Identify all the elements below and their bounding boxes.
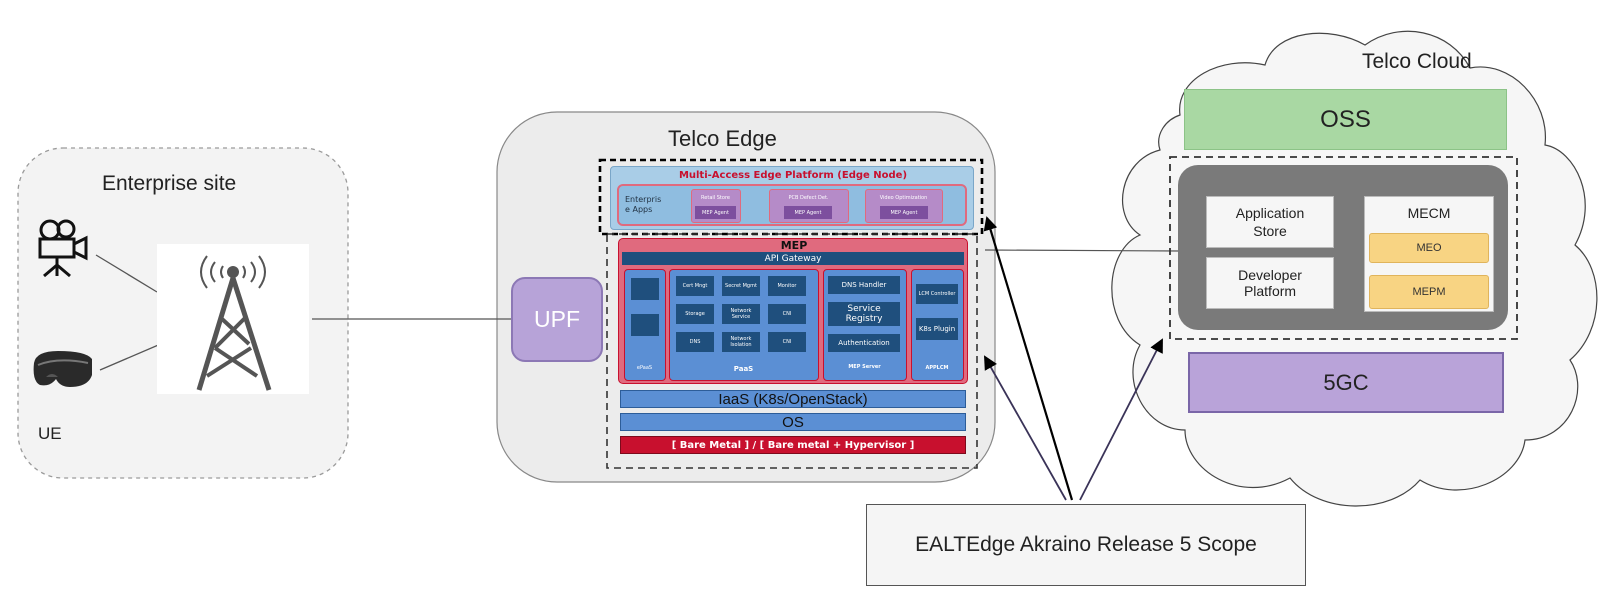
paas-cell: Storage: [676, 304, 714, 324]
paas-cell: Cert Mngt: [676, 276, 714, 296]
mep-server-block: DNS Handler Service Registry Authenticat…: [823, 269, 907, 381]
app-name: Retail Store: [701, 195, 730, 201]
edge-platform-scope-outline: [598, 158, 984, 236]
os-bar: OS: [620, 413, 966, 431]
telco-edge-title: Telco Edge: [668, 126, 777, 151]
edge-platform-title: Multi-Access Edge Platform (Edge Node): [678, 170, 908, 181]
applcm-item: LCM Controller: [916, 284, 958, 304]
paas-cell: CNI: [768, 332, 806, 352]
telco-cloud-title: Telco Cloud: [1362, 50, 1472, 73]
fivegc-box: 5GC: [1188, 352, 1504, 413]
ue-to-tower-line-2: [99, 342, 164, 371]
paas-block: Cert Mngt Secret Mgmt Monitor Storage Ne…: [669, 269, 819, 381]
paas-cell: Secret Mgmt: [722, 276, 760, 296]
epaas-cell: [631, 278, 659, 300]
scope-label-box: EALTEdge Akraino Release 5 Scope: [866, 504, 1306, 586]
epaas-cell: [631, 314, 659, 336]
mep-agent-badge: MEP Agent: [695, 206, 736, 219]
scope-arrow-main: [983, 216, 1074, 501]
upf-label: UPF: [534, 306, 580, 332]
app-name: PCB Defect Det.: [788, 195, 829, 201]
application-store-box: Application Store: [1206, 196, 1334, 248]
applcm-label: APPLCM: [925, 365, 949, 371]
mep-scope-outline: [606, 233, 978, 469]
cell-tower-icon: [157, 244, 309, 394]
paas-cell: Monitor: [768, 276, 806, 296]
mep-agent-badge: MEP Agent: [880, 206, 928, 219]
scope-arrow-cloud: [1079, 338, 1163, 501]
camera-icon: [32, 218, 90, 278]
mep-agent-badge: MEP Agent: [784, 206, 832, 219]
app-video-optimization: Video Optimization MEP Agent: [865, 189, 943, 223]
api-gateway-bar: API Gateway: [622, 252, 964, 265]
paas-cell: Network Isolation: [722, 332, 760, 352]
ue-to-tower-line-1: [95, 254, 158, 293]
app-pcb-defect: PCB Defect Det. MEP Agent: [769, 189, 849, 223]
paas-cell: Network Service: [722, 304, 760, 324]
paas-label: PaaS: [733, 365, 754, 373]
iaas-bar: IaaS (K8s/OpenStack): [620, 390, 966, 408]
paas-cell: DNS: [676, 332, 714, 352]
upf-box: UPF: [511, 277, 603, 362]
epaas-column: ePaaS: [624, 269, 666, 381]
ue-label: UE: [38, 424, 62, 443]
mep-server-item: DNS Handler: [828, 276, 900, 294]
developer-platform-label: Developer Platform: [1238, 267, 1302, 299]
cloud-scope-outline: [1169, 156, 1518, 340]
applcm-item: K8s Plugin: [916, 318, 958, 340]
epaas-label: ePaaS: [636, 365, 653, 371]
bare-metal-bar: [ Bare Metal ] / [ Bare metal + Hypervis…: [620, 436, 966, 454]
fivegc-label: 5GC: [1323, 369, 1369, 395]
mep-server-item: Authentication: [828, 334, 900, 352]
mep-server-label: MEP Server: [848, 364, 881, 370]
enterprise-apps-label: Enterpris e Apps: [625, 195, 662, 214]
app-retail-store: Retail Store MEP Agent: [691, 189, 741, 223]
oss-box: OSS: [1184, 89, 1507, 150]
scope-label-text: EALTEdge Akraino Release 5 Scope: [915, 533, 1257, 556]
mecm-label: MECM: [1407, 205, 1451, 221]
mep-to-cloud-line: [984, 249, 1181, 252]
mep-panel: MEP API Gateway ePaaS Cert Mngt Secret M…: [618, 238, 968, 384]
edge-platform-panel: Multi-Access Edge Platform (Edge Node) E…: [610, 166, 974, 230]
enterprise-site-title: Enterprise site: [102, 172, 237, 195]
scope-arrow-mep: [984, 355, 1067, 501]
mep-title: MEP: [780, 239, 808, 252]
applcm-block: LCM Controller K8s Plugin APPLCM: [911, 269, 964, 381]
developer-platform-box: Developer Platform: [1206, 257, 1334, 309]
mep-server-item: Service Registry: [828, 302, 900, 326]
mepm-box: MEPM: [1369, 275, 1489, 309]
oss-label: OSS: [1320, 105, 1371, 133]
app-name: Video Optimization: [879, 195, 928, 201]
meo-box: MEO: [1369, 233, 1489, 263]
paas-cell: CNI: [768, 304, 806, 324]
vr-headset-icon: [28, 345, 98, 393]
application-store-label: Application Store: [1235, 205, 1305, 239]
mecm-box: MECM MEO MEPM: [1364, 196, 1494, 312]
